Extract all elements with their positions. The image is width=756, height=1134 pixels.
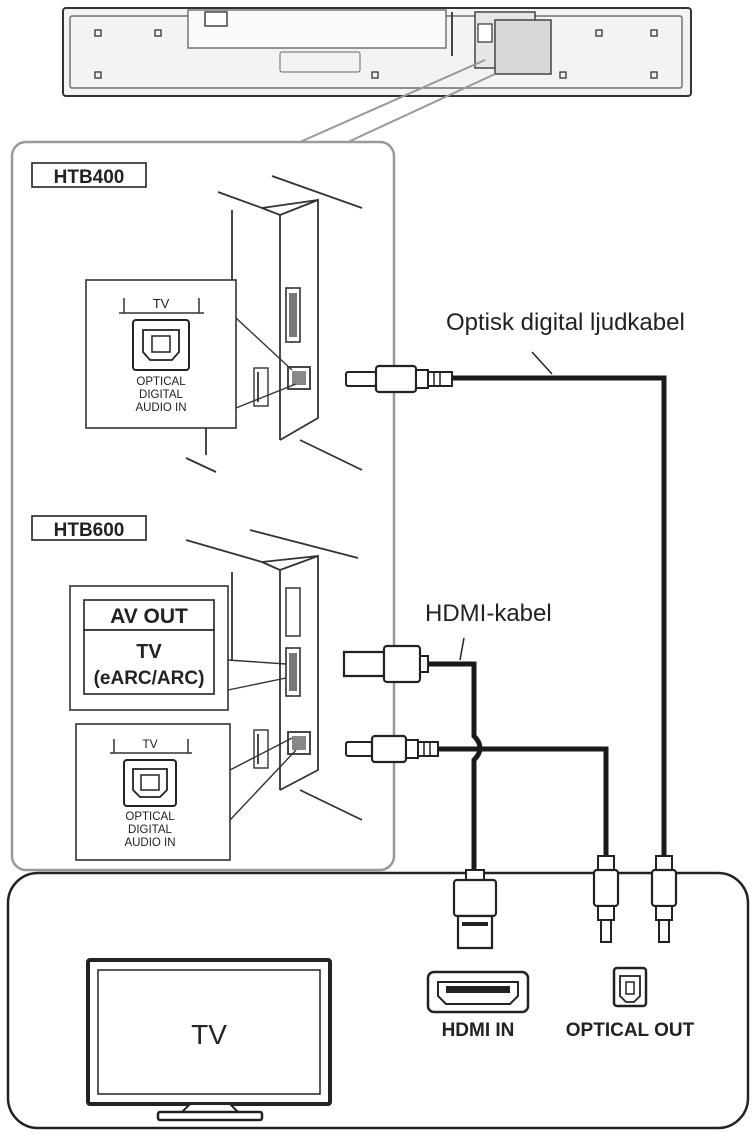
htb400-port-line1: OPTICAL (136, 376, 186, 388)
htb400-model-label: HTB400 (54, 167, 125, 188)
htb600-tv-label: TV (136, 641, 162, 663)
tv-hdmi-in-port: HDMI IN (426, 970, 530, 1041)
htb400-port-line3: AUDIO IN (135, 402, 186, 414)
optical-cable-label: Optisk digital ljudkabel (446, 309, 685, 336)
tv-set: TV (86, 958, 332, 1122)
hdmi-cable (342, 637, 483, 874)
soundbar-rear-view (62, 7, 692, 97)
optical-cable-htb600 (345, 734, 609, 858)
htb600-optical-tv-label: TV (142, 737, 157, 751)
htb400-port-tv-label: TV (153, 296, 170, 311)
htb400-port-inset: TV OPTICAL DIGITAL AUDIO IN (85, 279, 297, 429)
optical-plug-tv-htb600 (592, 855, 620, 943)
htb600-hdmi-port-inset: AV OUT TV (eARC/ARC) (69, 585, 287, 711)
htb400-soundbar-sketch (185, 175, 363, 473)
htb600-model-label: HTB600 (54, 520, 125, 541)
htb600-optical-port-inset: TV OPTICAL DIGITAL AUDIO IN (75, 723, 297, 861)
htb600-optical-line1: OPTICAL (125, 811, 175, 823)
tv-optical-out-port: OPTICAL OUT (566, 966, 695, 1041)
htb600-section: HTB600 AV OUT TV (eARC/ARC) (31, 515, 363, 861)
hdmi-plug-tv (452, 869, 498, 950)
zoom-callout-lines (299, 59, 496, 143)
htb400-port-line2: DIGITAL (139, 389, 183, 401)
optical-cable-htb400 (345, 351, 667, 858)
optical-plug-tv-htb400 (650, 855, 678, 943)
htb600-av-out-label: AV OUT (110, 605, 188, 628)
htb600-optical-line3: AUDIO IN (124, 837, 175, 849)
htb400-section: HTB400 TV OPTI (31, 162, 363, 473)
hdmi-cable-label: HDMI-kabel (425, 600, 552, 627)
tv-screen-label: TV (191, 1019, 227, 1050)
htb600-soundbar-sketch (185, 529, 363, 821)
htb600-earc-label: (eARC/ARC) (94, 668, 205, 689)
htb600-optical-line2: DIGITAL (128, 824, 172, 836)
tv-hdmi-in-label: HDMI IN (442, 1020, 515, 1041)
tv-optical-out-label: OPTICAL OUT (566, 1020, 695, 1041)
